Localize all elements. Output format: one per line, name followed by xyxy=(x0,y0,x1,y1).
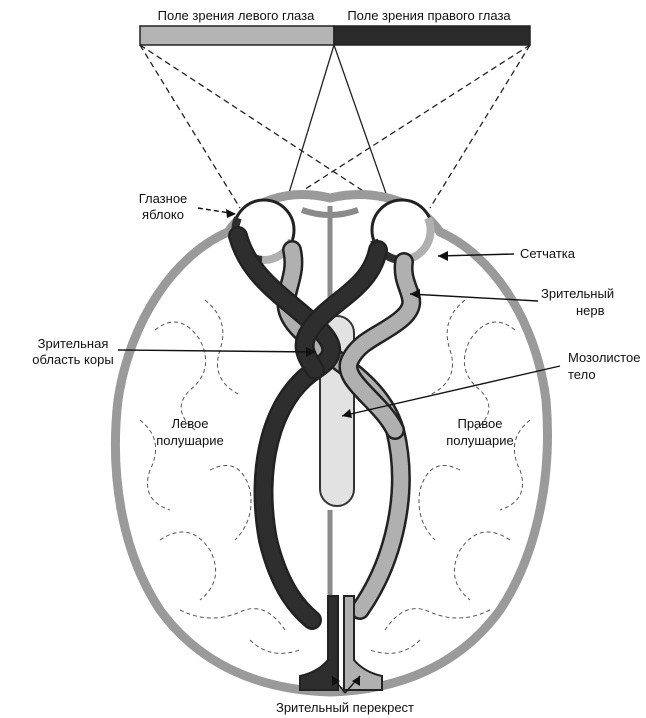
left-field-title: Поле зрения левого глаза xyxy=(158,8,315,23)
right-field-title: Поле зрения правого глаза xyxy=(347,8,511,23)
label-visual-cortex-line1: Зрительная xyxy=(38,336,109,351)
label-eyeball-line1: Глазное xyxy=(139,191,188,206)
right-visual-field-bar xyxy=(334,26,530,45)
label-corpus-callosum-line1: Мозолистое xyxy=(568,350,640,365)
label-optic-chiasm: Зрительный перекрест xyxy=(276,700,414,715)
label-right-hemisphere-line2: полушарие xyxy=(446,433,513,448)
label-eyeball-line2: яблоко xyxy=(142,207,184,222)
label-corpus-callosum-line2: тело xyxy=(568,367,596,382)
left-visual-field-bar xyxy=(140,26,334,45)
label-left-hemisphere-line2: полушарие xyxy=(156,433,223,448)
label-visual-cortex-line2: область коры xyxy=(32,352,113,367)
label-right-hemisphere-line1: Правое xyxy=(457,416,502,431)
label-left-hemisphere-line1: Левое xyxy=(172,416,209,431)
label-optic-nerve-line2: нерв xyxy=(576,303,605,318)
label-optic-nerve-line1: Зрительный xyxy=(541,286,614,301)
label-retina: Сетчатка xyxy=(520,246,576,261)
